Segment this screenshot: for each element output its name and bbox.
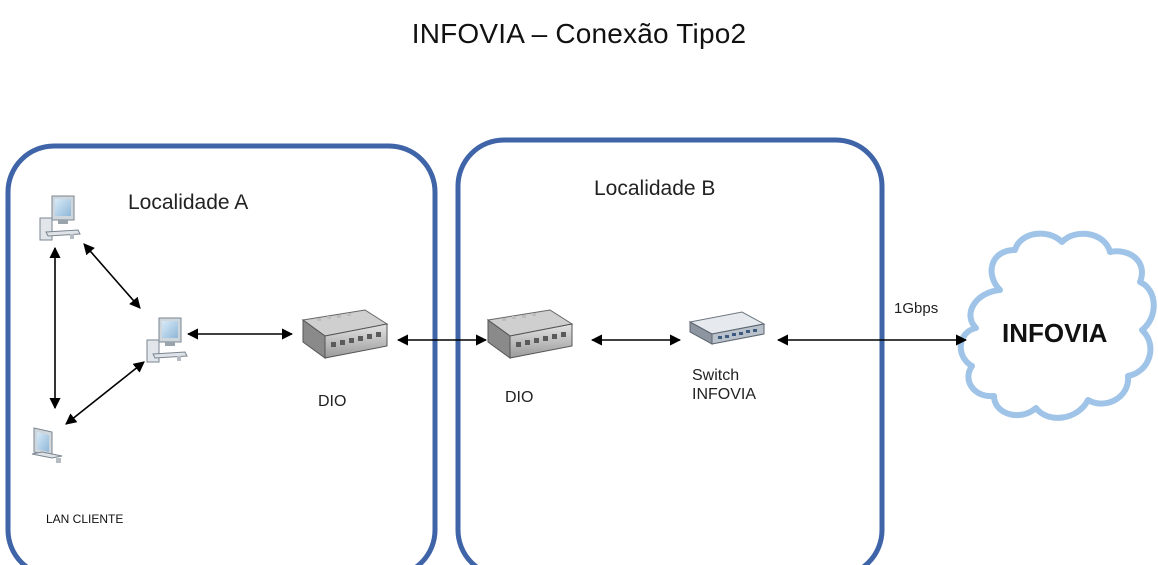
lan-client-label: LAN CLIENTE [46,512,124,526]
switch-label-line1: Switch [692,367,740,384]
dio-b-label: DIO [505,389,534,406]
cloud-label: INFOVIA [1002,318,1108,348]
desktop-computer-icon [146,317,188,363]
cloud-icon [957,230,1157,421]
link-arrow [65,361,145,425]
region-b-label: Localidade B [594,177,716,200]
patch-panel-icon [301,309,389,359]
switch-label: Switch INFOVIA [692,366,756,404]
switch-label-line2: INFOVIA [692,386,757,403]
patch-panel-icon [486,309,574,359]
network-switch-icon [688,311,766,345]
link-speed-label: 1Gbps [894,300,939,317]
desktop-computer-icon [39,195,81,241]
region-a-boundary [5,143,438,565]
link-arrow [83,243,141,309]
dio-a-label: DIO [318,393,347,410]
diagram-title: INFOVIA – Conexão Tipo2 [411,18,747,49]
region-b-boundary [455,137,885,565]
connection-arrows [49,243,968,425]
laptop-icon [31,427,63,463]
region-a-label: Localidade A [128,191,249,214]
